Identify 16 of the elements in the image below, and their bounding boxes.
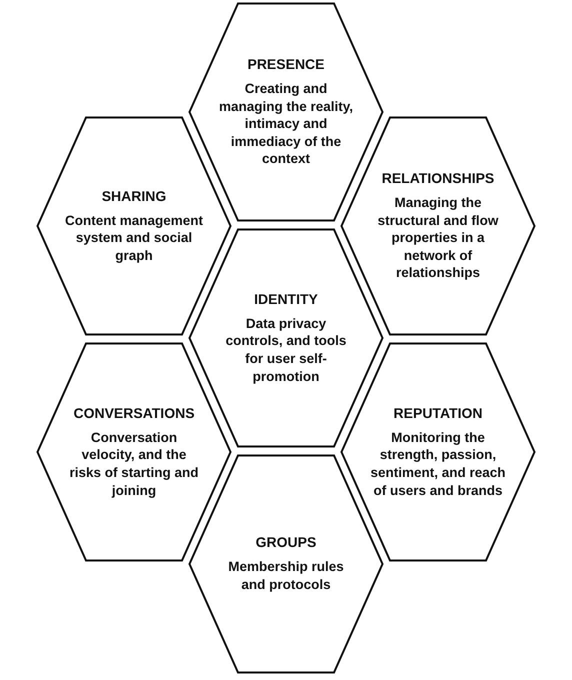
description: Content management system and social graph <box>64 212 204 264</box>
hexagon <box>340 116 536 336</box>
heading: SHARING <box>102 188 166 204</box>
heading: GROUPS <box>256 534 316 550</box>
description: Monitoring the strength, passion, sentiment, and reach of users and brands <box>369 428 507 500</box>
hexagon <box>36 116 232 336</box>
description: Conversation velocity, and the risks of starting and joining <box>68 428 200 500</box>
heading: RELATIONSHIPS <box>382 170 494 186</box>
heading: IDENTITY <box>254 290 318 307</box>
description: Data privacy controls, and tools for user self-promotion <box>224 314 348 386</box>
heading: CONVERSATIONS <box>73 404 195 421</box>
description: Managing the structural and flow properties in a network of relationships <box>376 194 500 282</box>
description: Creating and managing the reality, intimacy and immediacy of the context <box>218 80 354 168</box>
heading: REPUTATION <box>394 404 482 421</box>
heading: PRESENCE <box>247 56 325 72</box>
description: Membership rules and protocols <box>227 558 345 594</box>
